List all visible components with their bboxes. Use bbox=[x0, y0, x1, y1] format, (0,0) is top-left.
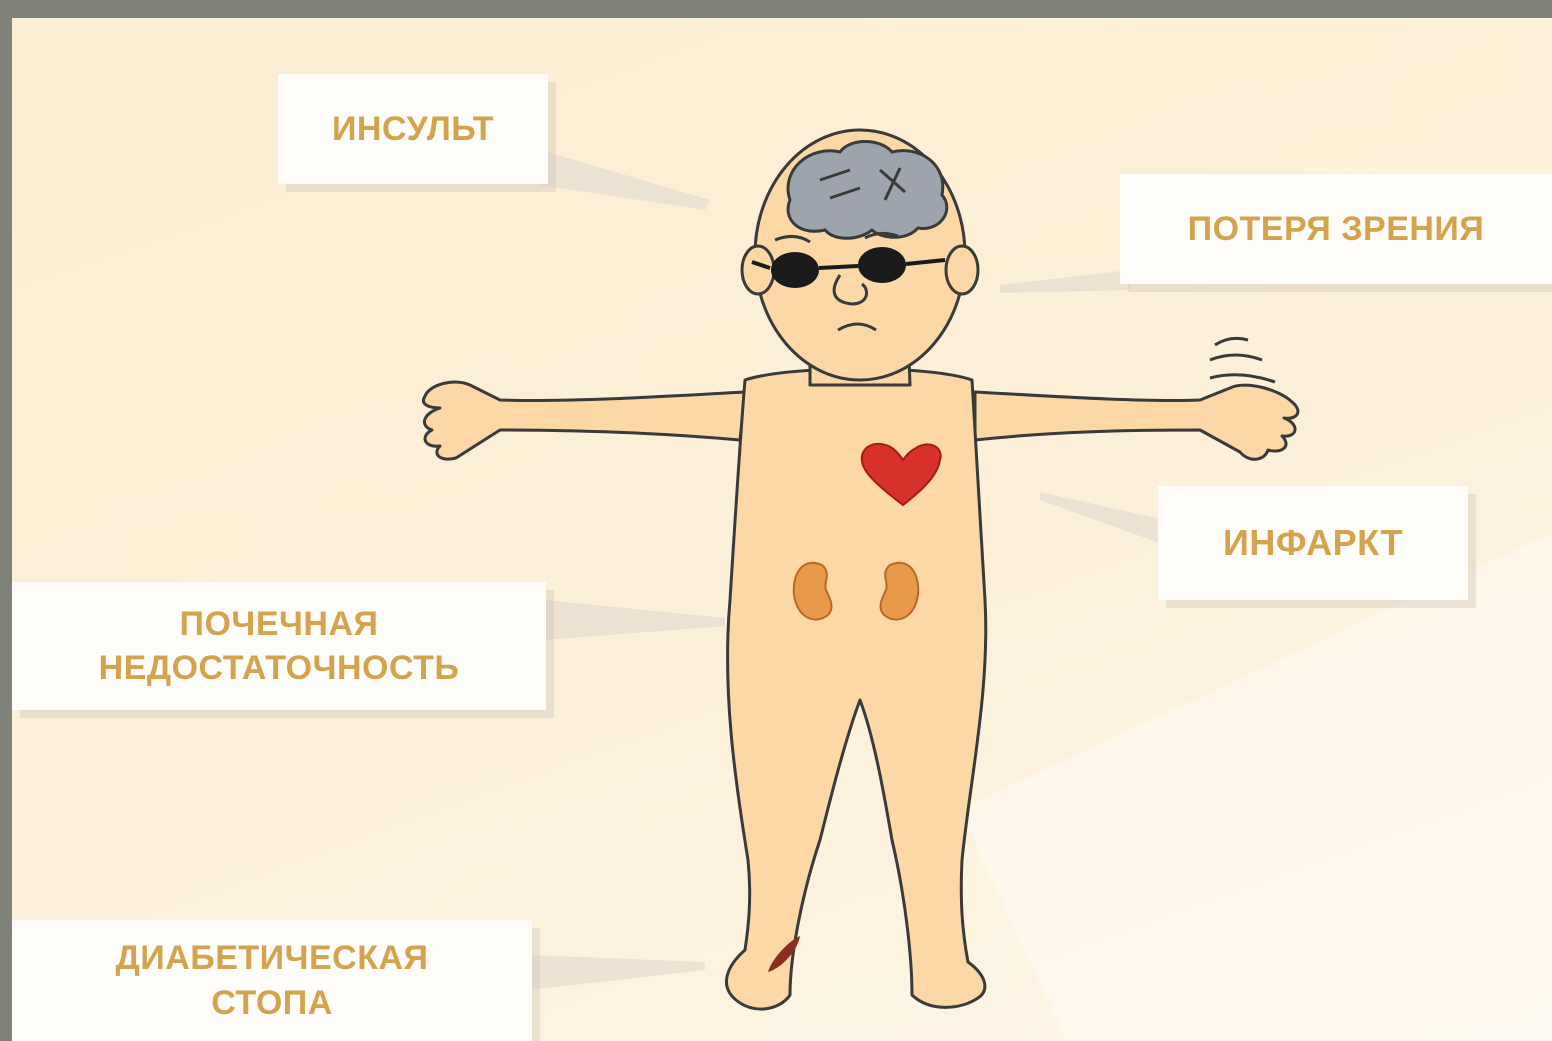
label-infarct-text: ИНФАРКТ bbox=[1223, 520, 1403, 567]
pointer-infarct bbox=[1040, 492, 1165, 545]
pointer-insult bbox=[540, 150, 710, 210]
label-diabetic-foot-line1: ДИАБЕТИЧЕСКАЯ bbox=[116, 936, 429, 980]
label-diabetic-foot-line2: СТОПА bbox=[116, 981, 429, 1025]
pointer-foot bbox=[530, 955, 705, 990]
label-vision-loss-text: ПОТЕРЯ ЗРЕНИЯ bbox=[1188, 207, 1485, 251]
label-infarct: ИНФАРКТ bbox=[1158, 486, 1468, 600]
label-kidney-failure: ПОЧЕЧНАЯ НЕДОСТАТОЧНОСТЬ bbox=[12, 582, 546, 710]
label-insult: ИНСУЛЬТ bbox=[278, 74, 548, 184]
brain-icon bbox=[788, 142, 947, 239]
tremor-marks bbox=[1210, 338, 1275, 382]
pointer-kidney bbox=[545, 600, 725, 640]
label-diabetic-foot: ДИАБЕТИЧЕСКАЯ СТОПА bbox=[12, 920, 532, 1041]
label-vision-loss: ПОТЕРЯ ЗРЕНИЯ bbox=[1120, 174, 1552, 284]
kidney-icon bbox=[880, 563, 918, 620]
label-kidney-failure-line2: НЕДОСТАТОЧНОСТЬ bbox=[99, 646, 460, 690]
kidney-icon bbox=[794, 563, 832, 620]
label-kidney-failure-line1: ПОЧЕЧНАЯ bbox=[99, 602, 460, 646]
label-insult-text: ИНСУЛЬТ bbox=[332, 107, 494, 151]
pointer-vision bbox=[1000, 270, 1130, 293]
